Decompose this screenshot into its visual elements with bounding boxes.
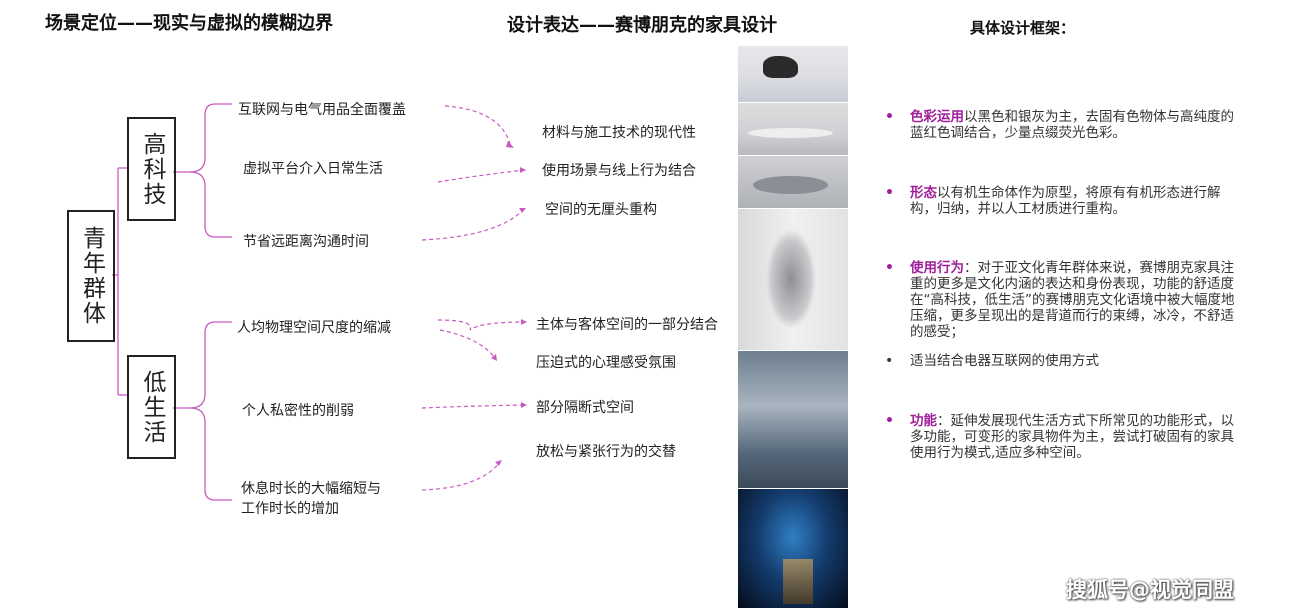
bullet: • (885, 260, 894, 276)
cause-item: 工作时长的增加 (241, 501, 339, 517)
root-box-youth: 青年群体 (67, 210, 115, 342)
photo-furniture-2 (738, 103, 848, 155)
framework-text: ：延伸发展现代生活方式下所常见的功能形式，以多功能，可变形的家具物件为主，尝试打… (910, 413, 1234, 461)
photo-furniture-3 (738, 156, 848, 208)
framework-key: 功能 (910, 413, 937, 429)
cause-item: 虚拟平台介入日常生活 (243, 161, 383, 177)
framework-item-form: • 形态以有机生命体作为原型，将原有有机形态进行解构，归纳，并以人工材质进行重构… (885, 185, 1230, 225)
framework-text: 以有机生命体作为原型，将原有有机形态进行解构，归纳，并以人工材质进行重构。 (910, 185, 1221, 217)
cause-item: 节省远距离沟通时间 (243, 234, 369, 250)
framework-text: 适当结合电器互联网的使用方式 (910, 353, 1099, 369)
arrow (421, 207, 526, 241)
framework-key: 色彩运用 (910, 109, 964, 125)
arrow (421, 404, 526, 409)
cause-item: 互联网与电气用品全面覆盖 (238, 102, 406, 118)
photo-interior (738, 351, 848, 488)
framework-item-function: • 功能：延伸发展现代生活方式下所常见的功能形式，以多功能，可变形的家具物件为主… (885, 413, 1234, 463)
framework-key: 形态 (910, 185, 937, 201)
framework-key: 使用行为 (910, 260, 964, 276)
photo-blue-corridor (738, 489, 848, 608)
arrow (439, 329, 496, 359)
group-box-low-life: 低生活 (127, 355, 176, 459)
watermark: 搜狐号@视觉同盟 (1066, 578, 1234, 602)
right-title: 具体设计框架： (970, 19, 1076, 37)
arrow (437, 319, 526, 331)
bracket-top (173, 103, 232, 173)
framework-text: ：对于亚文化青年群体来说，赛博朋克家具注重的更多是文化内涵的表达和身份表现，功能… (910, 260, 1235, 340)
bullet: • (885, 109, 894, 125)
photo-furniture-1 (738, 46, 848, 102)
bullet: • (885, 353, 894, 369)
effect-item: 部分隔断式空间 (536, 400, 634, 416)
photo-sculpture-wall (738, 209, 848, 350)
effect-item: 主体与客体空间的一部分结合 (536, 317, 718, 333)
effect-item: 材料与施工技术的现代性 (542, 125, 696, 141)
framework-item-color: • 色彩运用以黑色和银灰为主，去固有色物体与高纯度的蓝红色调结合，少量点缀荧光色… (885, 109, 1234, 149)
framework-text: 以黑色和银灰为主，去固有色物体与高纯度的蓝红色调结合，少量点缀荧光色彩。 (910, 109, 1234, 141)
bracket-bottom (173, 321, 232, 409)
middle-title: 设计表达——赛博朋克的家具设计 (507, 15, 777, 36)
group-box-high-tech: 高科技 (127, 117, 176, 221)
effect-item: 空间的无厘头重构 (545, 202, 657, 218)
cause-item: 人均物理空间尺度的缩减 (237, 320, 391, 336)
effect-item: 放松与紧张行为的交替 (536, 444, 676, 460)
cause-item: 个人私密性的削弱 (242, 403, 354, 419)
arrow (444, 105, 511, 145)
bullet: • (885, 413, 894, 429)
arrow (421, 461, 501, 491)
framework-item-appliance: • 适当结合电器互联网的使用方式 (885, 353, 1230, 373)
framework-item-behavior: • 使用行为：对于亚文化青年群体来说，赛博朋克家具注重的更多是文化内涵的表达和身… (885, 260, 1235, 340)
effect-item: 压迫式的心理感受氛围 (536, 355, 676, 371)
bullet: • (885, 185, 894, 201)
left-title: 场景定位——现实与虚拟的模糊边界 (45, 13, 333, 34)
effect-item: 使用场景与线上行为结合 (542, 163, 696, 179)
arrow (437, 169, 526, 183)
cause-item: 休息时长的大幅缩短与 (241, 481, 381, 497)
